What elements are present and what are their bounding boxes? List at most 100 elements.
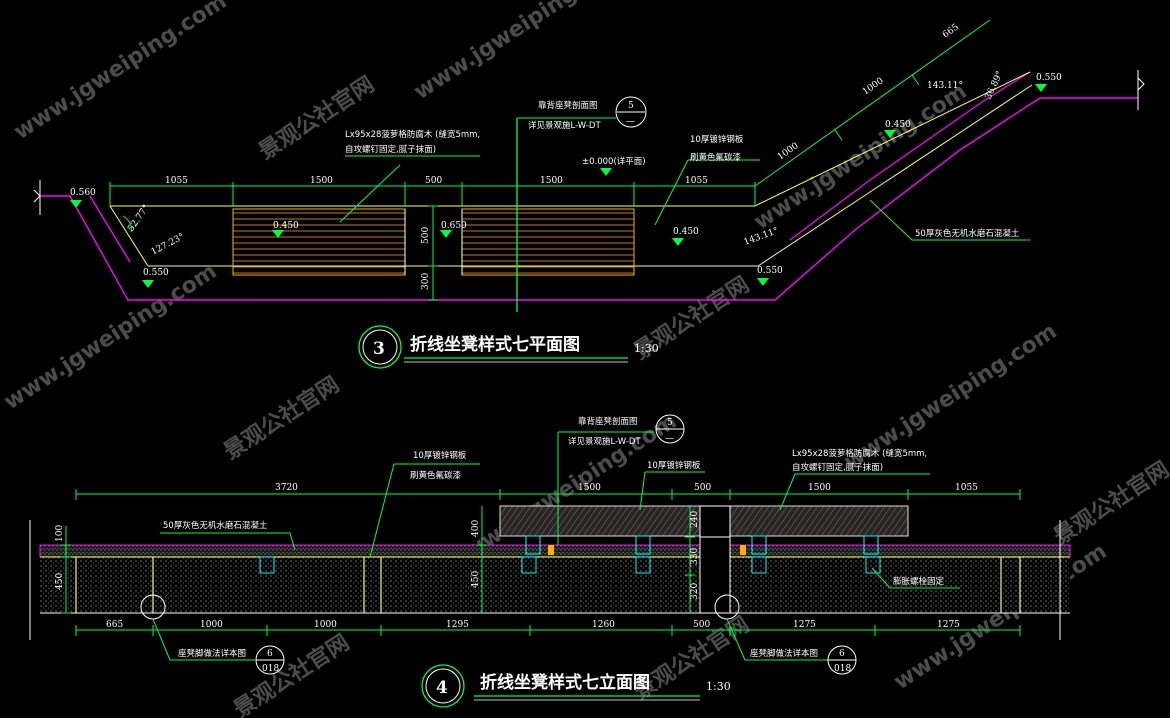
elev-dim-bottom: 1260: [592, 620, 615, 630]
elev-dim-1500: 1500: [578, 483, 601, 493]
plan-angle: 143.11°: [927, 81, 963, 91]
elev-dim-mid: 400: [471, 520, 481, 537]
elev-center-post: [699, 505, 731, 614]
plan-section-tag: [615, 96, 647, 128]
plan-dim-1500: 1500: [540, 176, 563, 186]
plan-callout-section: 靠背座凳剖面图: [538, 100, 598, 111]
elev-dim-mid: 240: [690, 511, 700, 528]
plan-wood-bench-left: [232, 208, 406, 276]
elev-title: 折线坐凳样式七立面图: [480, 672, 650, 693]
plan-level: 0.560: [70, 188, 96, 198]
elev-title-number: 4: [436, 678, 448, 698]
elev-dim-bottom: 500: [693, 620, 710, 630]
elev-callout-wood: Lx95x28菠萝格防腐木 (缝宽5mm,: [792, 448, 927, 459]
elev-callout-wood: 自攻螺钉固定,腻子抹面): [792, 462, 883, 473]
elev-callout-plate: 10厚镀锌钢板: [413, 450, 467, 461]
elev-dim-1055: 1055: [955, 483, 978, 493]
plan-dim-diag-1000: 1000: [776, 141, 801, 162]
elev-base-body: [40, 557, 1070, 613]
watermark-text: www.jgweiping.com: [0, 259, 221, 415]
plan-level-markers: [70, 84, 1047, 288]
plan-dim-diag-665: 665: [941, 22, 961, 40]
elev-section-tag-sub: —: [665, 434, 674, 444]
plan-view: 1055 1500 500 1500 1055 1000 1000 665 50…: [33, 19, 1145, 369]
elev-detail-label-right: 座凳脚做法详本图: [750, 648, 818, 659]
elevation-view: 3720 1500 500 1500 1055 665 1000 1000 12…: [29, 414, 1071, 708]
watermark-text: 景观公社官网: [229, 629, 354, 718]
elev-scale: 1:30: [706, 680, 731, 693]
elev-dim-bottom: 1000: [314, 620, 337, 630]
elev-dim-1500: 1500: [808, 483, 831, 493]
plan-level: 0.550: [757, 266, 783, 276]
plan-scale: 1:30: [634, 342, 659, 355]
elev-dim-bottom: 1275: [793, 620, 816, 630]
plan-title: 折线坐凳样式七平面图: [410, 334, 580, 355]
plan-angle: 52.77°: [126, 203, 152, 234]
plan-level: 0.450: [885, 120, 911, 130]
elev-dim-bottom: 665: [106, 620, 123, 630]
plan-dim-500-vert: 500: [421, 227, 431, 244]
plan-callout-plate: 10厚镀锌钢板: [690, 134, 744, 145]
elev-section-tag-num: 5: [667, 418, 673, 428]
elev-dim-500: 500: [694, 483, 711, 493]
plan-section-tag-sub: —: [626, 117, 635, 127]
elev-dim-mid: 330: [690, 548, 700, 565]
elev-dim-bottom: 1000: [200, 620, 223, 630]
elev-detail-tag-left-num: 6: [267, 649, 273, 659]
plan-ref-level: ±0.000(详平面): [582, 156, 646, 167]
elev-concrete-top-layer: [39, 544, 1071, 558]
elev-dim-bottom: 1275: [937, 620, 960, 630]
elev-dim-left: 450: [55, 573, 65, 590]
elev-dim-left: 100: [55, 525, 65, 542]
plan-callout-wood: Lx95x28菠萝格防腐木 (缝宽5mm,: [345, 129, 480, 140]
plan-left-edge: [109, 205, 149, 267]
plan-level: 0.550: [143, 268, 169, 278]
elev-dim-bottom: 1295: [446, 620, 469, 630]
plan-dim-diag-1000: 1000: [861, 76, 886, 97]
plan-outer-outline-top: [89, 195, 131, 263]
plan-dimension-diagonal: [754, 19, 991, 187]
plan-level: 0.450: [273, 221, 299, 231]
plan-section-tag-num: 5: [628, 101, 634, 111]
plan-level: 0.550: [1036, 73, 1062, 83]
elev-callout-concrete: 50厚灰色无机水磨石混凝土: [163, 520, 268, 531]
plan-callout-section: 详见景观施L-W-DT: [528, 120, 601, 131]
elev-detail-tag-right-num: 6: [839, 649, 845, 659]
elev-callout-plate2: 10厚镀锌钢板: [647, 460, 701, 471]
plan-callout-plate: 刷黄色氟碳漆: [690, 152, 742, 163]
watermark-text: www.jgweiping.com: [410, 0, 632, 105]
elev-detail-tag-right-sub: 018: [834, 664, 851, 674]
plan-title-number: 3: [373, 339, 385, 359]
elev-callout-bolt: 膨胀螺栓固定: [893, 576, 945, 587]
plan-callout-wood: 自攻螺钉固定,腻子抹面): [345, 144, 436, 155]
plan-level: 0.650: [441, 221, 467, 231]
plan-angle: 127.23°: [150, 232, 186, 258]
plan-title-number-circle: [358, 325, 402, 369]
elev-wood-bench-right: [729, 505, 909, 537]
plan-wood-bench-right: [461, 208, 635, 276]
plan-dim-1500: 1500: [310, 176, 333, 186]
elev-callout-section: 靠背座凳剖面图: [578, 416, 638, 427]
elev-detail-label-left: 座凳脚做法详本图: [178, 648, 246, 659]
plan-dim-1055: 1055: [165, 176, 188, 186]
elev-dim-mid: 450: [471, 571, 481, 588]
plan-seat-outline: [789, 71, 1031, 241]
elev-wood-bench-left: [499, 505, 701, 537]
elev-dimension-top: [75, 489, 1021, 500]
elev-detail-tag-left-sub: 018: [262, 664, 279, 674]
plan-dim-1055: 1055: [685, 176, 708, 186]
elev-callout-section: 详见景观施L-W-DT: [568, 436, 641, 447]
watermark-text: www.jgweiping.com: [10, 0, 232, 145]
elev-title-number-circle: [421, 664, 465, 708]
plan-callout-concrete: 50厚灰色无机水磨石混凝土: [915, 228, 1020, 239]
elev-callout-plate: 刷黄色氟碳漆: [410, 470, 462, 481]
plan-dim-500: 500: [425, 176, 442, 186]
elev-dim-mid: 320: [690, 583, 700, 600]
watermark-text: 景观公社官网: [219, 371, 344, 465]
plan-outer-outline: [40, 97, 1138, 301]
elev-dim-3720: 3720: [275, 483, 298, 493]
watermark-text: 景观公社官网: [1049, 456, 1170, 550]
plan-level: 0.450: [673, 227, 699, 237]
plan-dim-300-vert: 300: [421, 273, 431, 290]
